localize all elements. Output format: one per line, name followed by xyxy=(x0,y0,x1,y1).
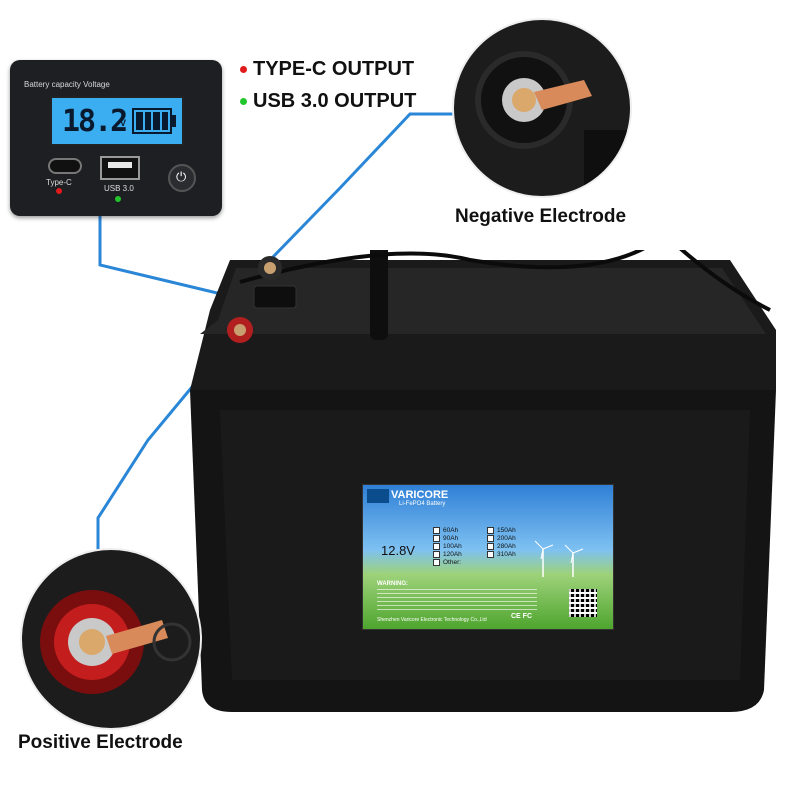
power-icon: ⏻ xyxy=(176,169,187,184)
brand-logo xyxy=(367,489,389,503)
panel-caption: Battery capacity Voltage xyxy=(24,80,110,89)
capacity-option: 280Ah xyxy=(487,543,541,550)
typec-output-legend: TYPE-C OUTPUT xyxy=(240,58,414,81)
negative-terminal-detail xyxy=(475,51,630,190)
usb-port xyxy=(100,156,140,180)
power-button[interactable]: ⏻ xyxy=(168,164,196,192)
negative-line xyxy=(270,112,480,260)
wind-turbines xyxy=(534,540,584,577)
usb-indicator xyxy=(115,196,121,202)
battery-illustration xyxy=(190,207,776,712)
voltage-unit: V xyxy=(120,118,127,128)
cert-marks: CE FC xyxy=(511,613,532,620)
usb-output-legend: USB 3.0 OUTPUT xyxy=(240,90,416,113)
capacity-option: 200Ah xyxy=(487,535,541,542)
positive-bolt xyxy=(234,324,246,336)
negative-electrode-closeup xyxy=(452,18,632,198)
type-c-label: Type-C xyxy=(46,178,72,187)
capacity-option: 310Ah xyxy=(487,551,541,558)
usb-line xyxy=(98,196,239,300)
red-dot-icon xyxy=(240,66,247,73)
negative-electrode-label: Negative Electrode xyxy=(455,206,627,227)
battery xyxy=(170,207,780,715)
warning-heading: WARNING: xyxy=(377,581,408,587)
manufacturer: Shenzhen Varicore Electronic Technology … xyxy=(377,617,487,623)
battery-level-icon xyxy=(132,108,172,134)
brand-subtitle: Li-FePO4 Battery xyxy=(399,501,446,507)
positive-terminal-detail xyxy=(40,590,192,694)
usb-output-text: USB 3.0 OUTPUT xyxy=(253,90,417,112)
capacity-option: Other: xyxy=(433,559,487,566)
warning-text xyxy=(377,589,537,611)
capacity-option: 150Ah xyxy=(487,527,541,534)
control-panel: Battery capacity Voltage 18.2 V Type-C U… xyxy=(10,60,222,216)
capacity-option: 90Ah xyxy=(433,535,487,542)
voltage-readout: 18.2 xyxy=(62,104,128,139)
usb-label: USB 3.0 xyxy=(104,184,134,193)
positive-electrode-closeup xyxy=(20,548,202,730)
type-c-indicator xyxy=(56,188,62,194)
carry-handle xyxy=(370,235,388,340)
capacity-option: 60Ah xyxy=(433,527,487,534)
typec-output-text: TYPE-C OUTPUT xyxy=(253,58,415,80)
capacity-option: 100Ah xyxy=(433,543,487,550)
capacity-option: 120Ah xyxy=(433,551,487,558)
label-voltage: 12.8V xyxy=(381,543,415,558)
qr-code xyxy=(569,589,597,617)
brand-name: VARICORE xyxy=(391,489,449,501)
lid-top xyxy=(200,268,766,334)
strap-rope xyxy=(239,243,652,284)
capacity-options: 60Ah 150Ah 90Ah 200Ah 100Ah 280Ah 120Ah … xyxy=(433,527,541,566)
type-c-port xyxy=(48,158,82,174)
green-dot-icon xyxy=(240,98,247,105)
product-label: VARICORE Li-FePO4 Battery 12.8V 60Ah 150… xyxy=(362,484,614,630)
positive-electrode-label: Positive Electrode xyxy=(18,732,183,753)
mini-display xyxy=(253,285,297,309)
lcd-display: 18.2 V xyxy=(50,96,184,146)
negative-bolt xyxy=(264,262,276,274)
